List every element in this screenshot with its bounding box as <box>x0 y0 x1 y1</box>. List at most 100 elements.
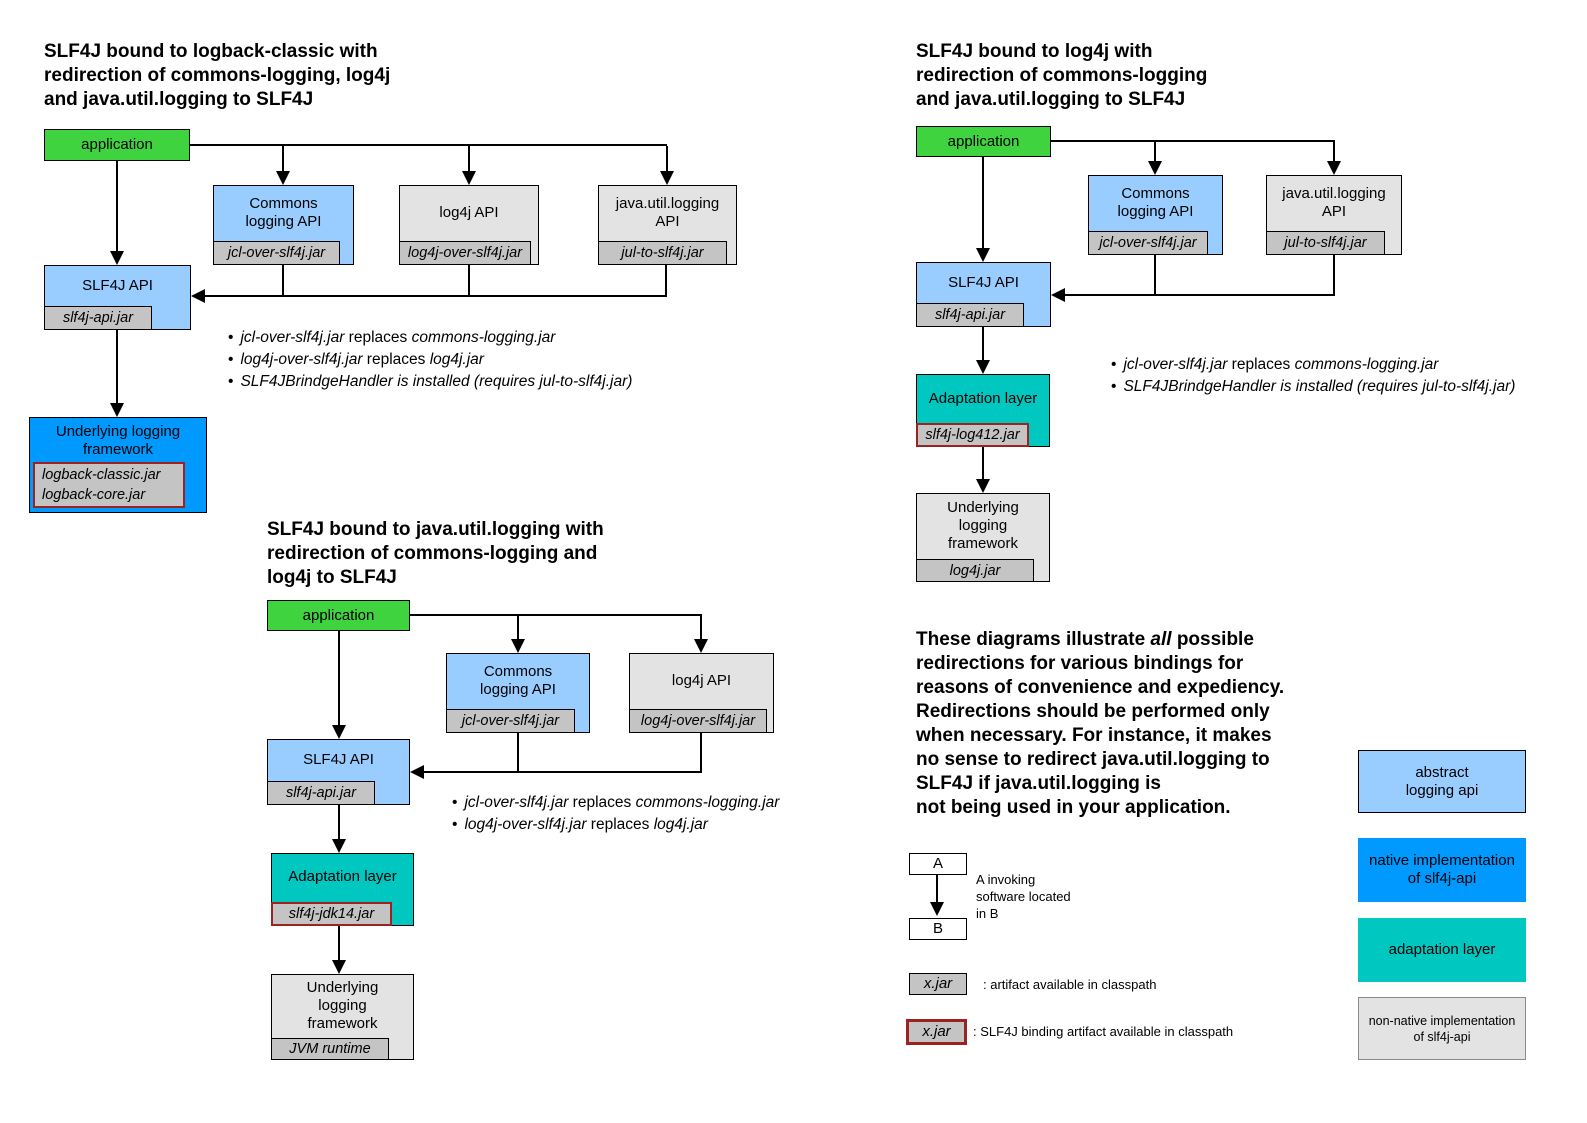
log4j-api-label: log4j API <box>671 672 732 689</box>
log4j-api-box: log4j API log4j-over-slf4j.jar <box>399 185 539 265</box>
slf4j-api-box: SLF4J API slf4j-api.jar <box>916 262 1051 327</box>
connector-line <box>517 733 519 773</box>
arrowhead-down <box>660 171 674 185</box>
connector-line <box>190 144 667 146</box>
jar-label: jcl-over-slf4j.jar <box>446 709 575 733</box>
commons-logging-api-label: Commons logging API <box>1117 185 1194 220</box>
application-label: application <box>302 606 375 624</box>
connector-line <box>423 771 702 773</box>
underlying-framework-label: Underlying logging framework <box>947 499 1019 552</box>
connector-line <box>116 330 118 403</box>
arrowhead-down <box>110 403 124 417</box>
arrowhead-down <box>1148 161 1162 175</box>
connector-line <box>468 265 470 296</box>
legend-adaptation-layer: adaptation layer <box>1358 918 1526 982</box>
connector-line <box>936 875 938 902</box>
arrowhead-down <box>976 248 990 262</box>
connector-line <box>282 265 284 296</box>
connector-line <box>665 265 667 296</box>
adaptation-layer-label: Adaptation layer <box>928 389 1038 407</box>
note-bullet: •SLF4JBrindgeHandler is installed (requi… <box>1111 378 1516 395</box>
diagram2-title: SLF4J bound to log4j with redirection of… <box>916 41 1208 110</box>
jar-label: JVM runtime <box>271 1038 389 1060</box>
note-bullet: •log4j-over-slf4j.jar replaces log4j.jar <box>228 351 484 368</box>
legend-box-b: B <box>909 918 967 940</box>
connector-line <box>204 295 667 297</box>
connector-line <box>116 161 118 251</box>
jar-label: jul-to-slf4j.jar <box>598 241 727 265</box>
note-bullet: •jcl-over-slf4j.jar replaces commons-log… <box>228 329 556 346</box>
bullet-icon: • <box>228 329 234 346</box>
arrowhead-down <box>332 725 346 739</box>
connector-line <box>982 447 984 479</box>
application-label: application <box>81 136 153 153</box>
arrowhead-down <box>462 171 476 185</box>
connector-line <box>1051 140 1335 142</box>
connector-line <box>1064 294 1335 296</box>
arrowhead-down <box>332 839 346 853</box>
arrowhead-down <box>930 902 944 916</box>
diagram2-notes: •jcl-over-slf4j.jar replaces commons-log… <box>1111 354 1515 398</box>
slf4j-api-label: SLF4J API <box>948 273 1019 291</box>
jar-label: jcl-over-slf4j.jar <box>213 241 340 265</box>
legend-nonnative-impl: non-native implementation of slf4j-api <box>1358 997 1526 1060</box>
log4j-api-label: log4j API <box>439 204 499 221</box>
connector-line <box>468 146 470 172</box>
bullet-icon: • <box>1111 378 1117 395</box>
connector-line <box>982 157 984 248</box>
jul-api-label: java.util.logging API <box>1282 185 1386 220</box>
diagram1-title: SLF4J bound to logback-classic with redi… <box>44 41 391 110</box>
arrowhead-down <box>276 171 290 185</box>
connector-line <box>338 631 340 725</box>
connector-line <box>1333 255 1335 296</box>
arrowhead-down <box>976 360 990 374</box>
legend-xjar-box: x.jar <box>909 973 967 995</box>
underlying-framework-label: Underlying logging framework <box>55 423 181 458</box>
legend-binding-xjar-box: x.jar <box>906 1019 967 1045</box>
jar-label: jul-to-slf4j.jar <box>1266 231 1385 255</box>
application-box: application <box>916 126 1051 157</box>
note-bullet: •jcl-over-slf4j.jar replaces commons-log… <box>452 794 780 811</box>
arrowhead-down <box>1327 161 1341 175</box>
legend-abstract-api: abstract logging api <box>1358 750 1526 813</box>
connector-line <box>338 805 340 839</box>
jar-label: slf4j-api.jar <box>267 781 375 805</box>
connector-line <box>517 616 519 639</box>
application-label: application <box>947 132 1020 150</box>
jar-label: log4j-over-slf4j.jar <box>399 241 531 265</box>
arrowhead-down <box>332 960 346 974</box>
jar-label: jcl-over-slf4j.jar <box>1088 231 1208 255</box>
diagram3-title: SLF4J bound to java.util.logging with re… <box>267 519 604 588</box>
connector-line <box>1333 142 1335 161</box>
connector-line <box>282 146 284 172</box>
slf4j-api-label: SLF4J API <box>82 276 153 294</box>
connector-line <box>700 616 702 639</box>
application-box: application <box>44 129 190 161</box>
arrowhead-down <box>511 639 525 653</box>
connector-line <box>338 926 340 960</box>
jar-label: slf4j-api.jar <box>916 303 1024 327</box>
arrowhead-down <box>694 639 708 653</box>
arrowhead-down <box>976 479 990 493</box>
arrowhead-left <box>1051 288 1065 302</box>
binding-jar-label: logback-classic.jar logback-core.jar <box>33 462 185 508</box>
note-bullet: •jcl-over-slf4j.jar replaces commons-log… <box>1111 356 1439 373</box>
underlying-framework-label: Underlying logging framework <box>306 979 379 1032</box>
connector-line <box>1154 142 1156 161</box>
connector-line <box>410 614 702 616</box>
diagram1-notes: •jcl-over-slf4j.jar replaces commons-log… <box>228 327 632 393</box>
connector-line <box>700 733 702 773</box>
bullet-icon: • <box>228 351 234 368</box>
jar-label: log4j.jar <box>916 559 1034 582</box>
legend-binding-caption: : SLF4J binding artifact available in cl… <box>973 1024 1234 1039</box>
legend-native-impl: native implementation of slf4j-api <box>1358 838 1526 902</box>
bullet-icon: • <box>1111 356 1117 373</box>
binding-jar-label: slf4j-jdk14.jar <box>271 902 392 926</box>
